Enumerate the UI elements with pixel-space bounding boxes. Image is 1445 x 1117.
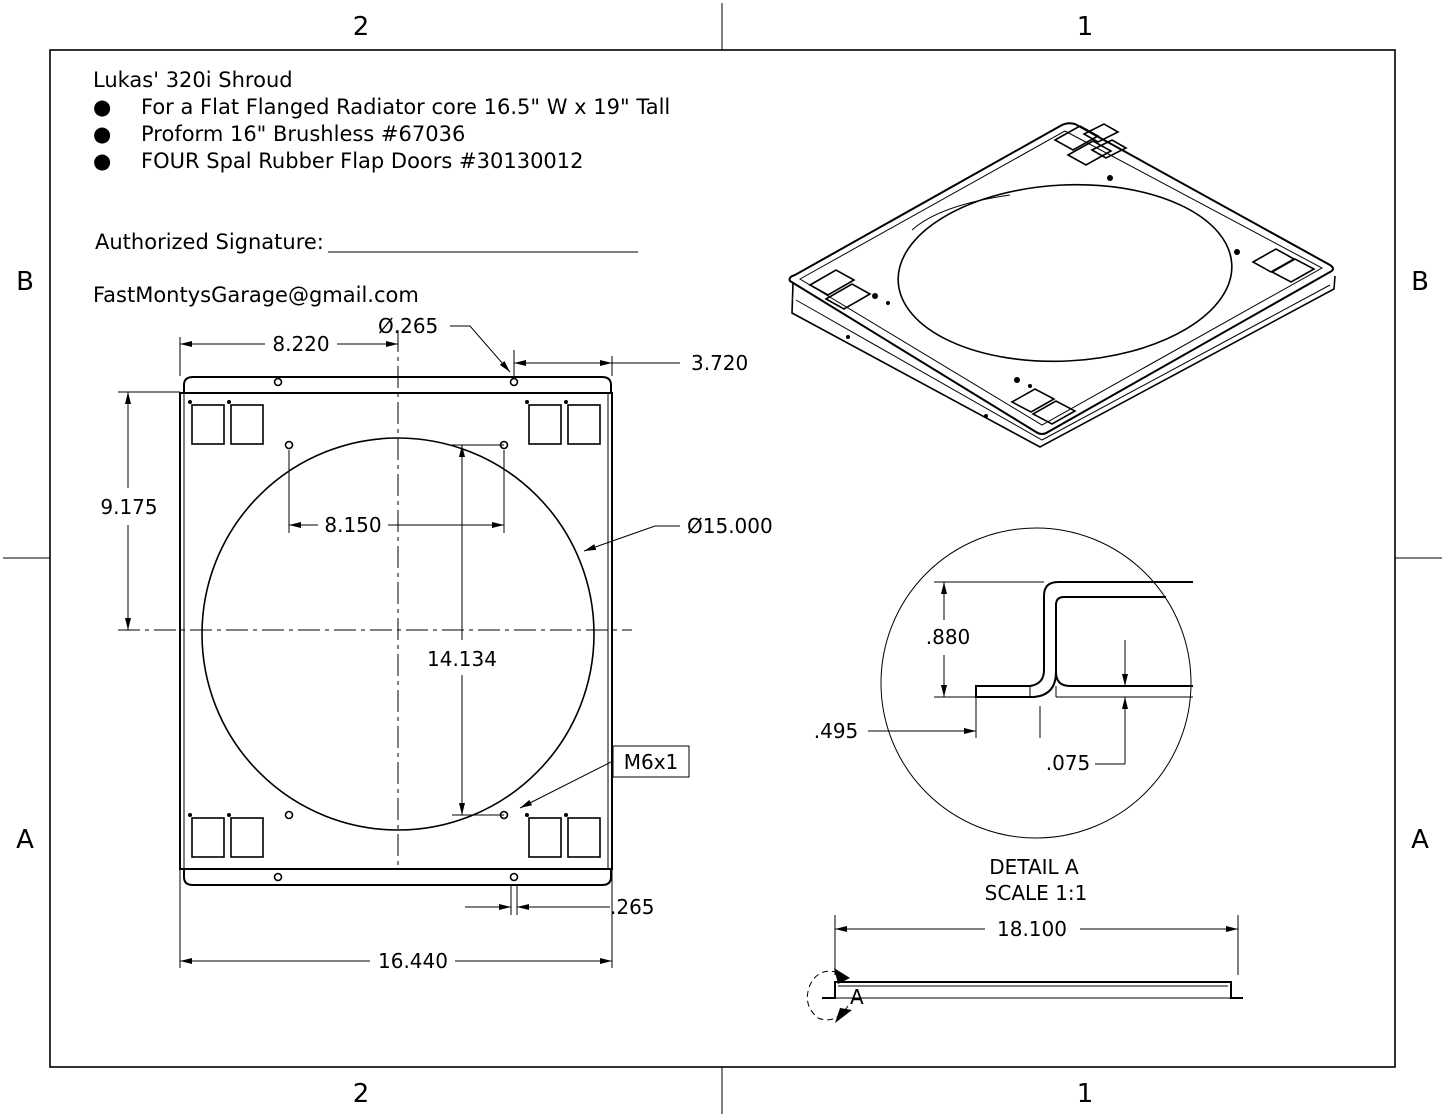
dim-top-to-center: 9.175 xyxy=(100,495,157,519)
bullet-glyph: ● xyxy=(93,122,111,146)
signature-label: Authorized Signature: xyxy=(95,230,324,254)
sheet-border xyxy=(3,3,1442,1114)
detail-marker: A xyxy=(850,985,864,1009)
note-bullet: For a Flat Flanged Radiator core 16.5" W… xyxy=(141,95,670,119)
dim-flange-height: .880 xyxy=(926,625,971,649)
detail-a: .880 .495 .075 DETAIL A SCALE 1:1 xyxy=(814,527,1193,905)
zone-label-left-b: B xyxy=(16,267,34,297)
dim-overall-width: 16.440 xyxy=(378,949,448,973)
note-bullet: FOUR Spal Rubber Flap Doors #30130012 xyxy=(141,149,584,173)
dim-fan-hole-vertical: 14.134 xyxy=(427,647,497,671)
zone-label-right-b: B xyxy=(1411,267,1429,297)
zone-label-bottom-2: 2 xyxy=(353,1079,370,1109)
dim-fan-diameter: Ø15.000 xyxy=(687,514,773,538)
dim-left-to-center: 8.220 xyxy=(272,332,329,356)
notes-block: Lukas' 320i Shroud ● ● ● For a Flat Flan… xyxy=(93,68,670,307)
bullet-glyph: ● xyxy=(93,149,111,173)
dim-hole-diameter: Ø.265 xyxy=(378,314,438,338)
dim-fan-hole-spacing: 8.150 xyxy=(324,513,381,537)
zone-label-right-a: A xyxy=(1411,825,1429,855)
zone-label-top-1: 1 xyxy=(1077,12,1094,42)
contact-email: FastMontysGarage@gmail.com xyxy=(93,283,419,307)
zone-label-left-a: A xyxy=(16,825,34,855)
detail-title: DETAIL A xyxy=(989,855,1079,879)
front-view: 16.440 8.220 Ø.265 3.720 9.175 8.150 Ø15… xyxy=(100,314,772,973)
dim-bottom-hole: .265 xyxy=(610,895,655,919)
dim-lip-length: .495 xyxy=(814,719,859,743)
note-bullet: Proform 16" Brushless #67036 xyxy=(141,122,465,146)
iso-fan-opening xyxy=(897,183,1233,363)
isometric-view xyxy=(788,122,1336,448)
zone-label-top-2: 2 xyxy=(353,12,370,42)
side-view: 18.100 A xyxy=(806,915,1243,1023)
notes-title: Lukas' 320i Shroud xyxy=(93,68,293,92)
callout-thread: M6x1 xyxy=(624,750,679,774)
dim-thickness: .075 xyxy=(1046,751,1091,775)
dim-hole-offset-right: 3.720 xyxy=(691,351,748,375)
detail-scale: SCALE 1:1 xyxy=(985,881,1088,905)
rivet-dots xyxy=(188,400,568,817)
bullet-glyph: ● xyxy=(93,95,111,119)
zone-label-bottom-1: 1 xyxy=(1077,1079,1094,1109)
flap-door-openings xyxy=(191,404,601,858)
dim-side-overall: 18.100 xyxy=(997,917,1067,941)
detail-circle xyxy=(880,527,1192,839)
